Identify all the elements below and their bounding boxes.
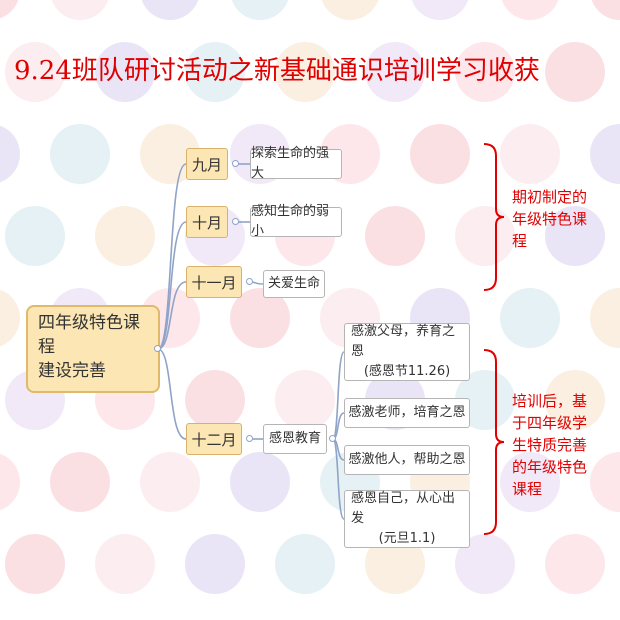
month-node-october[interactable]: 十月 (186, 206, 228, 238)
background-dot (590, 124, 620, 184)
background-dot (501, 0, 559, 20)
root-topic[interactable]: 四年级特色课程 建设完善 (26, 305, 160, 393)
collapse-handle-icon[interactable] (232, 218, 239, 225)
background-dot (365, 534, 425, 594)
background-dot (545, 534, 605, 594)
background-dot (365, 42, 425, 102)
collapse-handle-icon[interactable] (329, 435, 336, 442)
month-node-september[interactable]: 九月 (186, 148, 228, 180)
background-dot (95, 206, 155, 266)
background-dot (411, 0, 469, 20)
connector-root-november (157, 281, 187, 350)
background-dot (5, 42, 65, 102)
background-dot (410, 124, 470, 184)
background-dot (231, 0, 289, 20)
subtopic-line: (元旦1.1) (378, 531, 436, 546)
background-dot (590, 288, 620, 348)
background-dot (455, 370, 515, 430)
collapse-handle-icon[interactable] (232, 160, 239, 167)
bracket-after-training (483, 349, 505, 535)
background-dot (275, 42, 335, 102)
background-dot (230, 288, 290, 348)
connector-root-december (157, 348, 187, 440)
background-dot (5, 206, 65, 266)
background-dot (500, 124, 560, 184)
annotation-line: 生特质完善 (512, 436, 588, 454)
background-dot (321, 0, 379, 20)
background-dot (5, 534, 65, 594)
subtopic-thank-self[interactable]: 感恩自己，从心出发 (元旦1.1) (344, 490, 470, 548)
annotation-line: 年级特色课 (512, 210, 588, 228)
background-dot (590, 452, 620, 512)
bracket-initial-plan (483, 143, 505, 291)
topic-care-life[interactable]: 关爱生命 (263, 270, 325, 298)
root-topic-line: 四年级特色课程 (38, 313, 140, 357)
annotation-initial-plan: 期初制定的 年级特色课 程 (512, 186, 612, 252)
subtopic-thank-others[interactable]: 感激他人，帮助之恩 (344, 445, 470, 475)
background-dot (545, 42, 605, 102)
background-dot (545, 206, 605, 266)
collapse-handle-icon[interactable] (246, 278, 253, 285)
annotation-line: 期初制定的 (512, 188, 588, 206)
background-dot (275, 534, 335, 594)
annotation-line: 程 (512, 232, 528, 250)
collapse-handle-icon[interactable] (246, 435, 253, 442)
background-dot (591, 0, 620, 20)
background-dot (455, 534, 515, 594)
background-dot (185, 534, 245, 594)
background-dot (0, 289, 20, 347)
subtopic-thank-parents[interactable]: 感激父母，养育之恩 (感恩节11.26) (344, 323, 470, 381)
background-dot (51, 0, 109, 20)
background-dot (230, 452, 290, 512)
root-topic-line: 建设完善 (38, 361, 106, 381)
background-dot (50, 124, 110, 184)
background-dot (275, 370, 335, 430)
topic-gratitude-education[interactable]: 感恩教育 (263, 424, 327, 454)
background-dot (95, 42, 155, 102)
background-dot (545, 370, 605, 430)
background-dot (140, 124, 200, 184)
background-dot (500, 288, 560, 348)
background-dot (0, 0, 19, 19)
annotation-line: 的年级特色 (512, 458, 588, 476)
subtopic-line: 感恩自己，从心出发 (351, 491, 456, 526)
annotation-line: 培训后，基 (512, 392, 588, 410)
topic-perceive-life[interactable]: 感知生命的弱小 (250, 204, 342, 239)
background-dot (141, 0, 199, 20)
annotation-line: 于四年级学 (512, 414, 588, 432)
background-dot (95, 534, 155, 594)
topic-explore-life[interactable]: 探索生命的强大 (250, 146, 342, 181)
connector-root-october (157, 221, 187, 350)
annotation-after-training: 培训后，基 于四年级学 生特质完善 的年级特色 课程 (512, 390, 612, 500)
background-dot (500, 452, 560, 512)
watermark-logo: EN (122, 4, 145, 22)
subtopic-thank-teachers[interactable]: 感激老师，培育之恩 (344, 398, 470, 428)
background-dot (455, 42, 515, 102)
background-dot (0, 453, 20, 511)
background-dot (185, 42, 245, 102)
background-dot (140, 452, 200, 512)
month-node-december[interactable]: 十二月 (186, 423, 242, 455)
page-title: 9.24班队研讨活动之新基础通识培训学习收获 (14, 56, 540, 86)
collapse-handle-icon[interactable] (154, 345, 161, 352)
background-dot (185, 370, 245, 430)
background-dot (0, 125, 20, 183)
subtopic-line: (感恩节11.26) (363, 364, 451, 379)
background-dot (365, 206, 425, 266)
month-node-november[interactable]: 十一月 (186, 266, 242, 298)
subtopic-line: 感激父母，养育之恩 (351, 324, 456, 359)
background-dot (455, 206, 515, 266)
connector-root-september (157, 163, 187, 350)
annotation-line: 课程 (512, 480, 543, 498)
background-dot (50, 452, 110, 512)
